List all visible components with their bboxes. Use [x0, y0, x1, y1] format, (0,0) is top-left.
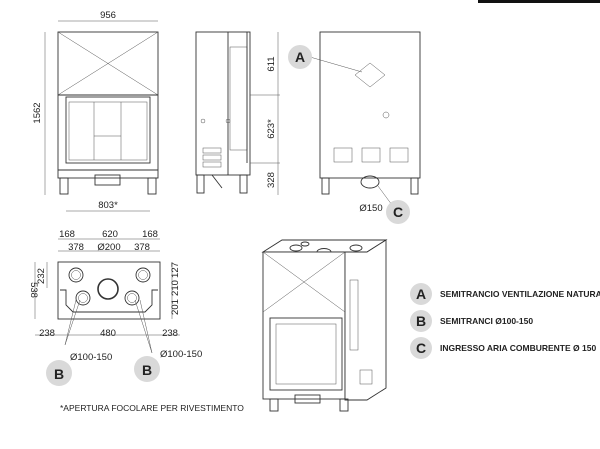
dim-opening: 803* [98, 200, 118, 211]
dim-238-right: 238 [162, 328, 178, 339]
plan-view: 168 620 168 378 Ø200 378 538 232 127 210… [28, 229, 202, 386]
top-bar [478, 0, 600, 3]
dim-height: 1562 [32, 102, 43, 123]
side-view: 611 623* 328 [195, 31, 280, 195]
callout-a: A [295, 49, 305, 65]
dim-620: 620 [102, 229, 118, 240]
dim-232: 232 [36, 268, 47, 284]
callout-b-right: B [142, 362, 152, 378]
legend-key-b: B [416, 313, 426, 329]
dim-127: 127 [170, 262, 181, 278]
front-view: 956 1562 803* [32, 10, 159, 212]
legend-text-a: SEMITRANCIO VENTILAZIONE NATURALE [440, 289, 600, 299]
dim-378-right: 378 [134, 242, 150, 253]
dim-width: 956 [100, 10, 116, 21]
back-view: A C Ø150 [288, 31, 421, 224]
legend-key-c: C [416, 340, 426, 356]
duct-right-diameter: Ø100-150 [160, 349, 202, 360]
dim-378-left: 378 [68, 242, 84, 253]
callout-c: C [393, 204, 403, 220]
dim-480: 480 [100, 328, 116, 339]
dim-201: 201 [170, 299, 181, 315]
callout-b-left: B [54, 366, 64, 382]
dim-623: 623* [266, 119, 277, 139]
dim-168-right: 168 [142, 229, 158, 240]
footnote: *APERTURA FOCOLARE PER RIVESTIMENTO [60, 403, 244, 413]
legend: A SEMITRANCIO VENTILAZIONE NATURALE B SE… [410, 283, 600, 359]
outlet-diameter: Ø150 [359, 203, 382, 214]
dim-238-left: 238 [39, 328, 55, 339]
dim-611: 611 [266, 56, 277, 71]
dim-168-left: 168 [59, 229, 75, 240]
dim-200: Ø200 [97, 242, 120, 253]
duct-left-diameter: Ø100-150 [70, 352, 112, 363]
dim-328: 328 [266, 172, 277, 188]
isometric-view [261, 239, 388, 412]
legend-text-c: INGRESSO ARIA COMBURENTE Ø 150 [440, 343, 596, 353]
legend-key-a: A [416, 286, 426, 302]
legend-text-b: SEMITRANCI Ø100-150 [440, 316, 533, 326]
dim-210: 210 [170, 280, 181, 296]
dim-538: 538 [28, 282, 39, 298]
